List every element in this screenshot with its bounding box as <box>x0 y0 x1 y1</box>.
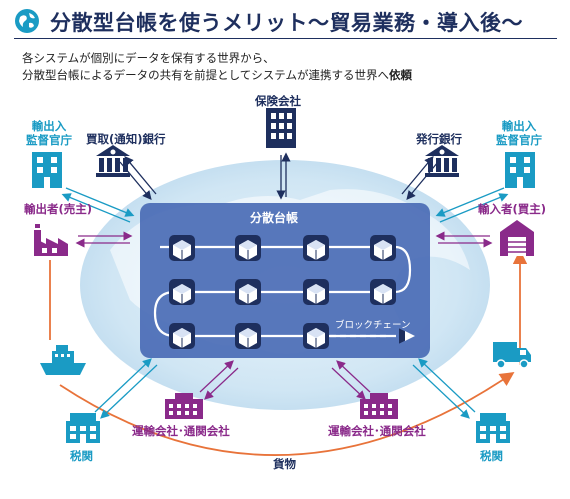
issuing-bank-label: 発行銀行 <box>416 132 462 146</box>
customs-building-icon-left <box>66 413 100 443</box>
carrier-left-label: 運輸会社･通関会社 <box>132 424 230 438</box>
delivery-truck-icon <box>493 342 531 369</box>
cube-icon-4 <box>370 235 396 261</box>
page-title: 分散型台帳を使うメリット～貿易業務・導入後～ <box>50 11 523 35</box>
arrow-customs-left <box>94 358 158 419</box>
exporter-label: 輸出者(売主) <box>24 202 93 216</box>
arrow-export-regulator <box>61 187 135 223</box>
bank-icon-issuing <box>425 145 459 177</box>
cube-icon-6 <box>235 279 261 305</box>
cube-icon-8 <box>370 279 396 305</box>
description-emphasis: 依頼 <box>388 68 412 82</box>
arrow-exporter <box>75 231 133 248</box>
description-line-1: 各システムが個別にデータを保有する世界から、 <box>22 51 275 65</box>
warehouse-icon <box>500 220 534 256</box>
cube-icon-3 <box>303 235 329 261</box>
customs-right-label: 税関 <box>480 449 503 463</box>
import-regulator-label: 輸出入 監督官庁 <box>496 119 542 147</box>
insurance-label: 保険会社 <box>255 94 301 108</box>
arrow-insurance <box>276 152 291 200</box>
cargo-ship-icon <box>40 345 86 375</box>
cube-icon-7 <box>303 279 329 305</box>
blockchain-label: ブロックチェーン <box>335 320 411 331</box>
title-divider <box>14 38 557 39</box>
cube-icon-5 <box>169 279 195 305</box>
cube-icon-1 <box>169 235 195 261</box>
customs-building-icon-right <box>476 413 510 443</box>
cube-icon-2 <box>235 235 261 261</box>
arrow-importer <box>435 231 493 248</box>
ledger-title: 分散台帳 <box>250 211 299 225</box>
carrier-right-label: 運輸会社･通関会社 <box>328 424 426 438</box>
customs-left-label: 税関 <box>70 449 93 463</box>
globe-icon <box>15 9 39 33</box>
cargo-label: 貨物 <box>273 457 296 471</box>
importer-label: 輸入者(買主) <box>478 202 547 216</box>
office-building-icon-carrier-right <box>360 393 398 419</box>
bank-icon-buyer <box>96 145 130 177</box>
arrow-carrier-right <box>331 360 371 400</box>
cargo-flow-arc <box>59 371 515 456</box>
cube-icon-9 <box>169 323 195 349</box>
export-regulator-label: 輸出入 監督官庁 <box>26 119 72 147</box>
header: 分散型台帳を使うメリット～貿易業務・導入後～ <box>14 6 560 36</box>
office-building-icon-carrier-left <box>165 393 203 419</box>
blockchain-path <box>153 245 412 338</box>
arrow-import-regulator <box>435 187 509 223</box>
arrow-carrier-left <box>199 360 239 400</box>
government-building-icon-export <box>32 152 62 188</box>
ledger-panel <box>140 203 430 358</box>
cube-icon-10 <box>235 323 261 349</box>
buyer-bank-label: 買取(通知)銀行 <box>86 132 166 146</box>
description: 各システムが個別にデータを保有する世界から、 分散型台帳によるデータの共有を前提… <box>22 50 412 84</box>
government-building-icon-import <box>505 152 535 188</box>
factory-icon <box>34 224 68 256</box>
description-line-2-text: 分散型台帳によるデータの共有を前提としてシステムが連携する世界へ <box>22 68 389 82</box>
description-line-2: 分散型台帳によるデータの共有を前提としてシステムが連携する世界へ依頼 <box>22 67 412 84</box>
arrow-customs-right <box>412 358 476 419</box>
cube-icon-11 <box>303 323 329 349</box>
office-building-icon <box>266 108 296 148</box>
